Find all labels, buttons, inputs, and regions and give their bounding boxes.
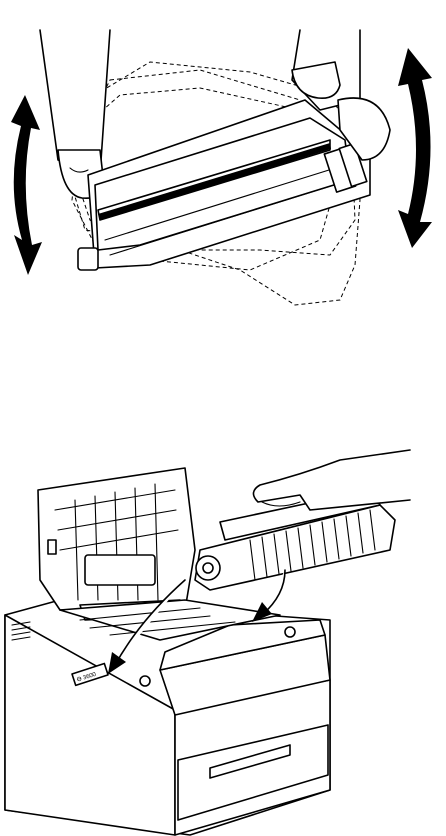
printer-lid-open [38, 468, 195, 620]
shake-cartridge-drawing [0, 0, 446, 330]
insert-cartridge-illustration: Ѳ 3600 [0, 430, 446, 836]
rotation-arrow-right-icon [398, 48, 432, 248]
lid-label-plate [85, 555, 155, 585]
insert-cartridge-drawing: Ѳ 3600 [0, 430, 446, 836]
shake-cartridge-illustration [0, 0, 446, 330]
toner-cartridge [78, 100, 370, 270]
power-button [140, 676, 150, 686]
panel-button [285, 627, 295, 637]
hand [253, 450, 410, 510]
rotation-arrow-left-icon [11, 95, 42, 275]
